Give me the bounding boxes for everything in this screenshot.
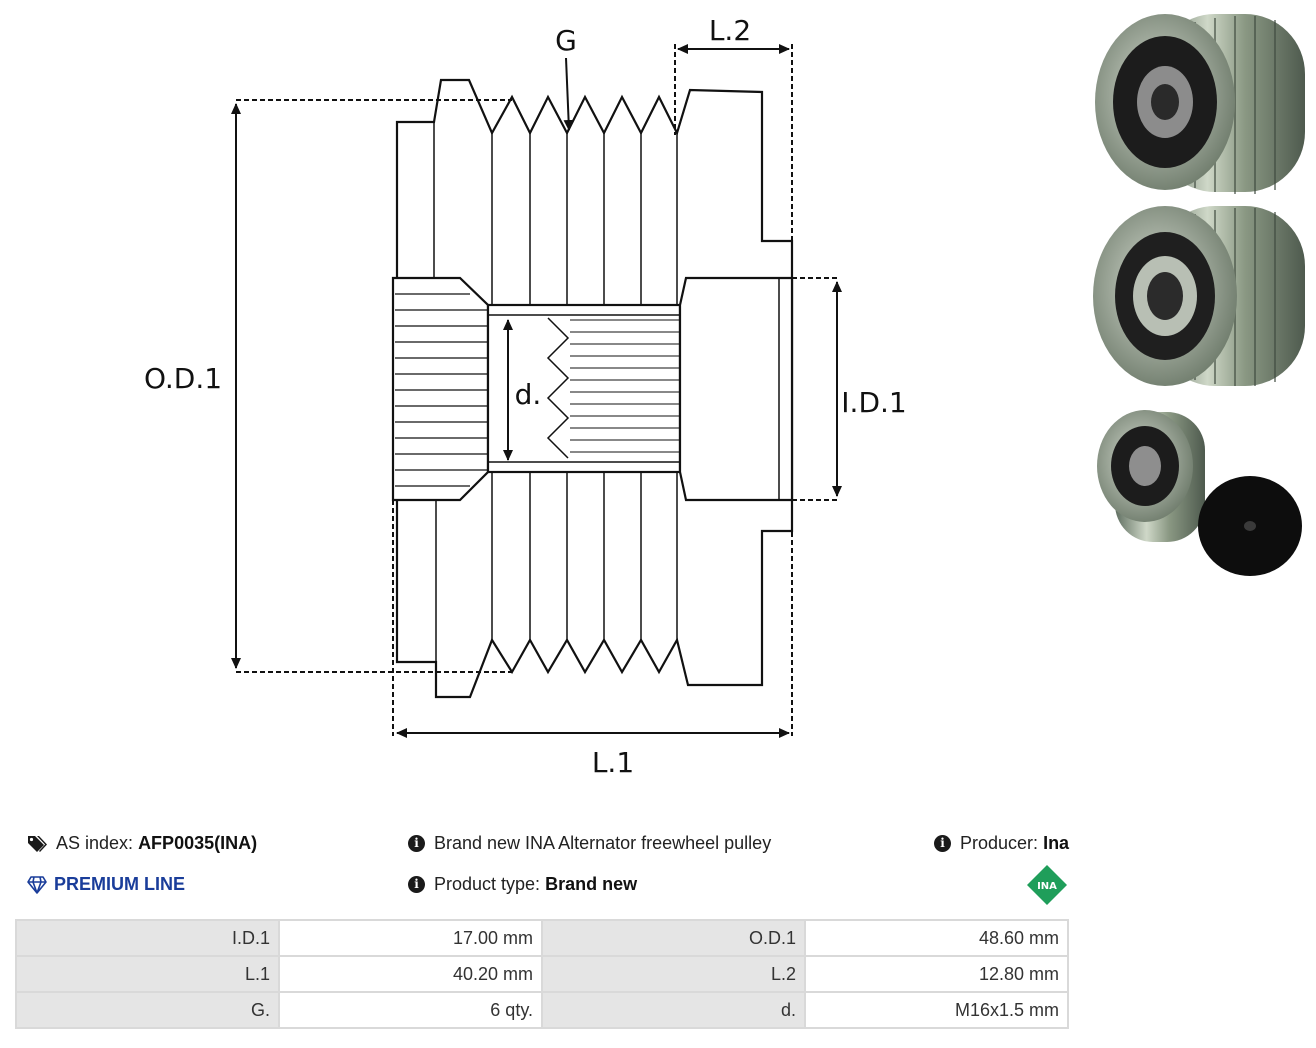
spec-table: I.D.1 17.00 mm O.D.1 48.60 mm L.1 40.20 … [15, 919, 1069, 1029]
ina-logo: INA [1027, 865, 1067, 905]
as-index-value: AFP0035(INA) [138, 833, 258, 853]
technical-drawing: G L.2 O.D.1 d. I.D.1 L.1 [144, 14, 907, 779]
label-od1: O.D.1 [144, 362, 222, 395]
info-icon: i [408, 876, 425, 893]
description: i Brand new INA Alternator freewheel pul… [408, 833, 771, 854]
label-g: G [555, 24, 577, 57]
table-row: L.1 40.20 mm L.2 12.80 mm [15, 955, 1069, 993]
producer-value: Ina [1043, 833, 1070, 853]
pulley-photo-with-cap [1097, 410, 1302, 576]
table-row: I.D.1 17.00 mm O.D.1 48.60 mm [15, 919, 1069, 957]
pulley-photo-back [1093, 206, 1305, 386]
spec-value: 17.00 mm [278, 919, 543, 957]
spec-label: G. [15, 991, 280, 1029]
spec-value: 40.20 mm [278, 955, 543, 993]
premium-line-label: PREMIUM LINE [54, 874, 186, 894]
product-type: i Product type: Brand new [408, 874, 637, 895]
as-index: AS index: AFP0035(INA) [27, 833, 257, 854]
info-icon: i [934, 835, 951, 852]
product-type-value: Brand new [545, 874, 638, 894]
label-l2: L.2 [709, 14, 751, 47]
producer-label: Producer: [960, 833, 1039, 853]
dimension-labels: G L.2 O.D.1 d. I.D.1 L.1 [144, 14, 907, 779]
spec-label: I.D.1 [15, 919, 280, 957]
spec-label: O.D.1 [541, 919, 806, 957]
premium-line-badge: PREMIUM LINE [27, 874, 185, 895]
spec-value: 6 qty. [278, 991, 543, 1029]
spec-label: L.1 [15, 955, 280, 993]
description-text: Brand new INA Alternator freewheel pulle… [434, 833, 772, 853]
info-icon: i [408, 835, 425, 852]
spec-value: 48.60 mm [804, 919, 1069, 957]
spec-value: 12.80 mm [804, 955, 1069, 993]
as-index-label: AS index: [56, 833, 134, 853]
pulley-outline [391, 78, 794, 699]
label-d: d. [515, 378, 542, 411]
spec-label: L.2 [541, 955, 806, 993]
spec-value: M16x1.5 mm [804, 991, 1069, 1029]
spec-label: d. [541, 991, 806, 1029]
label-id1: I.D.1 [841, 386, 906, 419]
product-type-label: Product type: [434, 874, 541, 894]
label-l1: L.1 [592, 746, 634, 779]
svg-text:INA: INA [1037, 881, 1057, 892]
dimension-lines [231, 44, 842, 738]
product-photos [1093, 14, 1305, 576]
pulley-photo-front [1095, 14, 1305, 194]
tags-icon [28, 835, 47, 852]
table-row: G. 6 qty. d. M16x1.5 mm [15, 991, 1069, 1029]
producer: i Producer: Ina [934, 833, 1069, 854]
diamond-icon [27, 875, 47, 894]
